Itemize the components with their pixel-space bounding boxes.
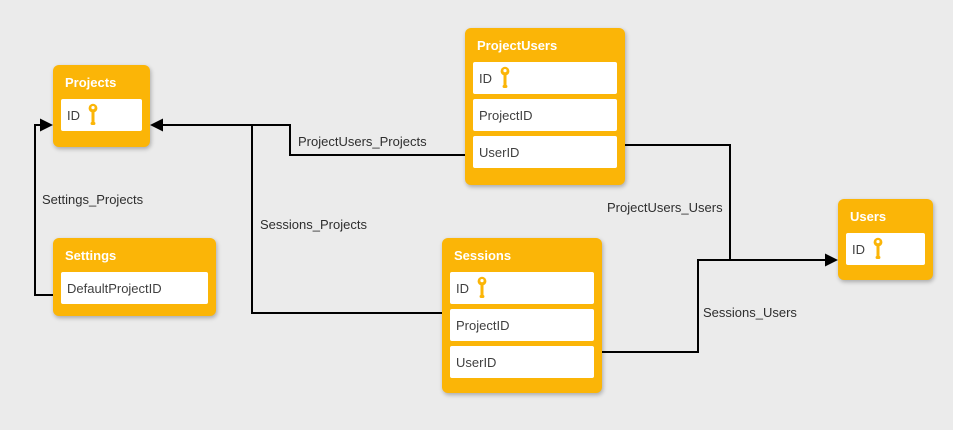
column-row-projectid[interactable]: ProjectID: [450, 309, 594, 341]
relationship-label-sessions-users[interactable]: Sessions_Users: [703, 305, 797, 320]
table-settings[interactable]: Settings DefaultProjectID: [53, 238, 216, 316]
table-columns: ID: [53, 99, 150, 131]
column-row-projectid[interactable]: ProjectID: [473, 99, 617, 131]
relationship-label-projectusers-projects[interactable]: ProjectUsers_Projects: [298, 134, 427, 149]
relationship-label-sessions-projects[interactable]: Sessions_Projects: [260, 217, 367, 232]
column-name: ProjectID: [479, 107, 533, 123]
table-sessions[interactable]: Sessions ID ProjectID UserID: [442, 238, 602, 393]
primary-key-icon: [87, 103, 99, 127]
table-title[interactable]: Settings: [65, 248, 117, 263]
table-columns: DefaultProjectID: [53, 272, 216, 304]
table-columns: ID: [838, 233, 933, 265]
relationship-label-projectusers-users[interactable]: ProjectUsers_Users: [607, 200, 723, 215]
table-columns: ID ProjectID UserID: [442, 272, 602, 378]
column-row-id[interactable]: ID: [61, 99, 142, 131]
table-title[interactable]: ProjectUsers: [477, 38, 558, 53]
column-name: DefaultProjectID: [67, 280, 162, 296]
table-title[interactable]: Users: [850, 209, 887, 224]
arrowhead[interactable]: [40, 118, 53, 132]
column-name: ID: [852, 241, 865, 257]
column-row-id[interactable]: ID: [473, 62, 617, 94]
table-title[interactable]: Projects: [65, 75, 117, 90]
table-columns: ID ProjectID UserID: [465, 62, 625, 168]
column-name: ID: [67, 107, 80, 123]
column-name: ID: [456, 280, 469, 296]
arrowhead[interactable]: [150, 118, 163, 132]
table-users[interactable]: Users ID: [838, 199, 933, 280]
table-title[interactable]: Sessions: [454, 248, 512, 263]
primary-key-icon: [476, 276, 488, 300]
column-name: UserID: [479, 144, 520, 160]
relationship-line-settings-projects[interactable]: [34, 124, 53, 296]
table-projectusers[interactable]: ProjectUsers ID ProjectID UserID: [465, 28, 625, 185]
column-name: UserID: [456, 354, 497, 370]
column-row-id[interactable]: ID: [846, 233, 925, 265]
table-projects[interactable]: Projects ID: [53, 65, 150, 147]
primary-key-icon: [872, 237, 884, 261]
column-row-defaultprojectid[interactable]: DefaultProjectID: [61, 272, 208, 304]
primary-key-icon: [499, 66, 511, 90]
column-row-userid[interactable]: UserID: [450, 346, 594, 378]
column-name: ID: [479, 70, 492, 86]
column-row-id[interactable]: ID: [450, 272, 594, 304]
column-name: ProjectID: [456, 317, 510, 333]
arrowhead[interactable]: [825, 253, 838, 267]
relationship-label-settings-projects[interactable]: Settings_Projects: [42, 192, 144, 207]
relationship-line-projectusers-users[interactable]: [625, 144, 826, 261]
relationship-line-sessions-users[interactable]: [602, 259, 730, 353]
relationship-line-sessions-projects[interactable]: [162, 124, 442, 314]
column-row-userid[interactable]: UserID: [473, 136, 617, 168]
